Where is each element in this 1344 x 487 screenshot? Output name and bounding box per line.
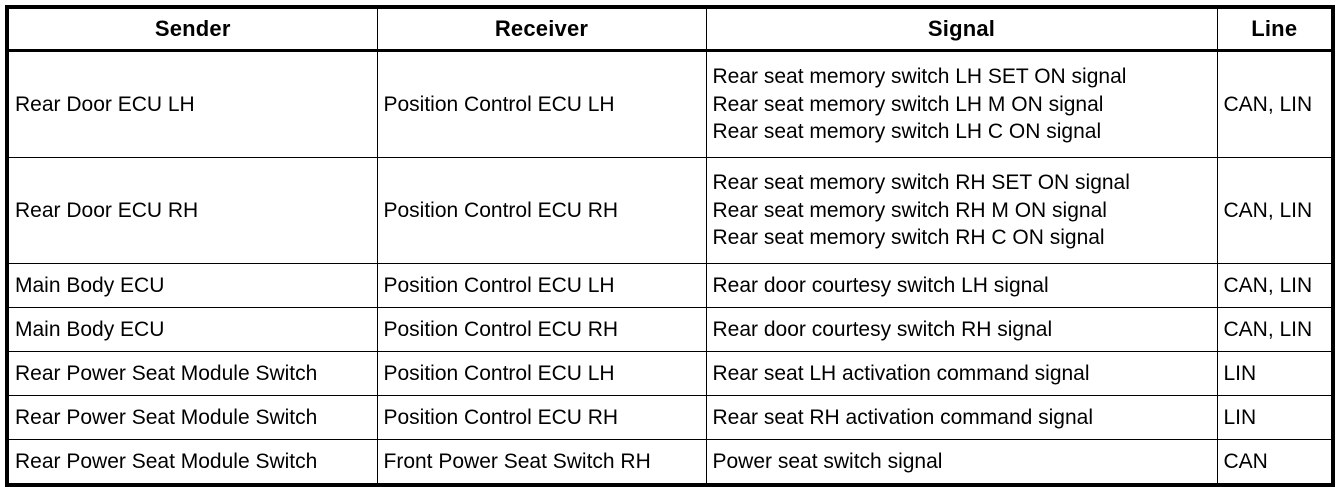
cell-line: LIN [1216, 395, 1334, 440]
cell-signal: Rear seat RH activation command signal [705, 395, 1218, 440]
sender-text: Rear Power Seat Module Switch [15, 361, 318, 385]
receiver-text: Position Control ECU RH [383, 198, 619, 222]
signal-text-group: Rear seat memory switch RH SET ON signal… [707, 169, 1217, 252]
signal-line: Rear seat memory switch RH M ON signal [712, 198, 1107, 222]
line-text: CAN, LIN [1223, 273, 1313, 297]
document-page: Sender Receiver Signal Line Rear Door EC… [5, 5, 1335, 487]
signal-line: Rear seat memory switch RH C ON signal [712, 226, 1105, 250]
sender-text: Rear Door ECU LH [15, 92, 195, 116]
sender-text: Rear Power Seat Module Switch [15, 449, 318, 473]
receiver-text: Position Control ECU LH [383, 273, 615, 297]
cell-sender: Rear Door ECU LH [6, 50, 378, 158]
column-header-signal: Signal [705, 6, 1218, 52]
cell-receiver: Position Control ECU LH [376, 263, 707, 308]
cell-line: CAN, LIN [1216, 263, 1334, 308]
cell-line: CAN, LIN [1216, 307, 1334, 352]
signal-line: Rear seat LH activation command signal [712, 361, 1090, 385]
receiver-text: Front Power Seat Switch RH [383, 449, 651, 473]
table-row: Rear Power Seat Module Switch Position C… [6, 395, 1334, 440]
receiver-text: Position Control ECU RH [383, 317, 619, 341]
cell-signal: Rear seat memory switch LH SET ON signal… [705, 50, 1218, 158]
line-text: CAN, LIN [1223, 92, 1313, 116]
cell-line: CAN, LIN [1216, 50, 1334, 158]
receiver-text: Position Control ECU LH [383, 361, 615, 385]
receiver-text: Position Control ECU LH [383, 92, 615, 116]
cell-signal: Rear seat LH activation command signal [705, 351, 1218, 396]
signal-line: Power seat switch signal [712, 449, 943, 473]
sender-text: Main Body ECU [15, 273, 165, 297]
cell-receiver: Position Control ECU RH [376, 395, 707, 440]
column-header-sender: Sender [6, 6, 378, 52]
line-text: CAN, LIN [1223, 198, 1313, 222]
cell-receiver: Front Power Seat Switch RH [376, 439, 707, 486]
cell-sender: Rear Power Seat Module Switch [6, 439, 378, 486]
cell-sender: Rear Power Seat Module Switch [6, 351, 378, 396]
table-row: Main Body ECU Position Control ECU RH Re… [6, 307, 1334, 352]
line-text: LIN [1223, 405, 1257, 429]
signal-line: Rear door courtesy switch RH signal [712, 317, 1053, 341]
signal-line: Rear seat RH activation command signal [712, 405, 1094, 429]
sender-text: Rear Power Seat Module Switch [15, 405, 318, 429]
table-row: Rear Power Seat Module Switch Front Powe… [6, 439, 1334, 486]
signal-line: Rear seat memory switch LH SET ON signal [712, 64, 1127, 88]
table-row: Rear Door ECU RH Position Control ECU RH… [6, 157, 1334, 264]
table-header: Sender Receiver Signal Line [6, 6, 1334, 52]
cell-signal: Power seat switch signal [705, 439, 1218, 486]
line-text: CAN [1223, 449, 1268, 473]
column-header-line: Line [1216, 6, 1334, 52]
signal-line: Rear door courtesy switch LH signal [712, 273, 1049, 297]
sender-text: Rear Door ECU RH [15, 198, 199, 222]
signal-text-group: Rear seat memory switch LH SET ON signal… [707, 63, 1217, 146]
signal-line: Rear seat memory switch RH SET ON signal [712, 170, 1130, 194]
cell-receiver: Position Control ECU LH [376, 50, 707, 158]
line-text: CAN, LIN [1223, 317, 1313, 341]
cell-line: CAN, LIN [1216, 157, 1334, 264]
signal-communication-table: Sender Receiver Signal Line Rear Door EC… [5, 5, 1335, 487]
receiver-text: Position Control ECU RH [383, 405, 619, 429]
signal-line: Rear seat memory switch LH M ON signal [712, 92, 1104, 116]
column-header-receiver: Receiver [376, 6, 707, 52]
table-row: Main Body ECU Position Control ECU LH Re… [6, 263, 1334, 308]
line-text: LIN [1223, 361, 1257, 385]
cell-sender: Main Body ECU [6, 307, 378, 352]
cell-line: CAN [1216, 439, 1334, 486]
signal-line: Rear seat memory switch LH C ON signal [712, 120, 1102, 144]
cell-receiver: Position Control ECU RH [376, 307, 707, 352]
cell-signal: Rear seat memory switch RH SET ON signal… [705, 157, 1218, 264]
cell-receiver: Position Control ECU LH [376, 351, 707, 396]
cell-signal: Rear door courtesy switch RH signal [705, 307, 1218, 352]
cell-line: LIN [1216, 351, 1334, 396]
sender-text: Main Body ECU [15, 317, 165, 341]
table-body: Rear Door ECU LH Position Control ECU LH… [6, 50, 1334, 486]
cell-sender: Rear Door ECU RH [6, 157, 378, 264]
cell-signal: Rear door courtesy switch LH signal [705, 263, 1218, 308]
cell-sender: Rear Power Seat Module Switch [6, 395, 378, 440]
table-row: Rear Door ECU LH Position Control ECU LH… [6, 50, 1334, 158]
cell-sender: Main Body ECU [6, 263, 378, 308]
table-header-row: Sender Receiver Signal Line [6, 6, 1334, 52]
cell-receiver: Position Control ECU RH [376, 157, 707, 264]
table-row: Rear Power Seat Module Switch Position C… [6, 351, 1334, 396]
